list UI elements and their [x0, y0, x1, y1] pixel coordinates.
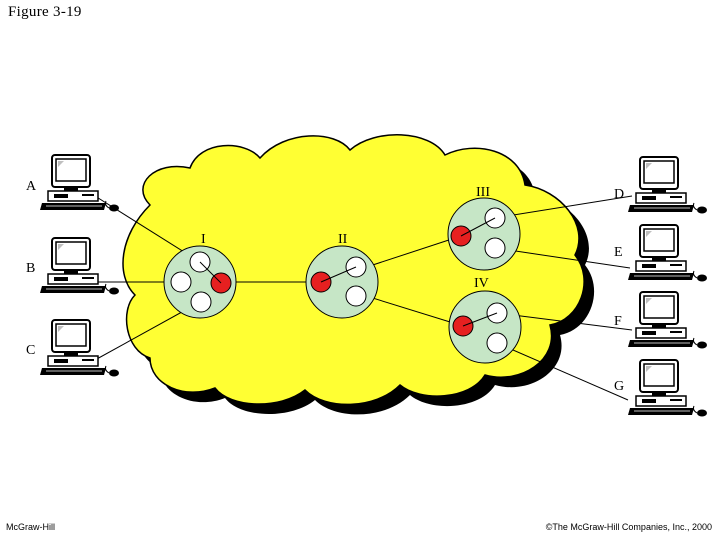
station-label-f: F [614, 314, 622, 329]
station-label-g: G [614, 379, 624, 394]
station-label-d: D [614, 187, 624, 202]
switch-ii [306, 246, 378, 318]
computer-icon [40, 155, 119, 212]
switch-label-ii: II [338, 232, 348, 247]
station-label-a: A [26, 179, 37, 194]
publisher-footer: McGraw-Hill [6, 522, 55, 532]
station-label-b: B [26, 261, 35, 276]
switch-i [164, 246, 236, 318]
computer-icon [628, 360, 707, 417]
computer-icon [628, 225, 707, 282]
switch-label-iii: III [476, 185, 490, 200]
switch-label-i: I [201, 232, 206, 247]
port-idle [487, 333, 507, 353]
computer-icon [40, 238, 119, 295]
port-idle [191, 292, 211, 312]
station-label-e: E [614, 245, 623, 260]
port-idle [485, 238, 505, 258]
switch-iii [448, 198, 520, 270]
computer-icon [40, 320, 119, 377]
station-label-c: C [26, 343, 35, 358]
port-idle [346, 286, 366, 306]
switch-label-iv: IV [474, 276, 489, 291]
port-idle [171, 272, 191, 292]
computer-icon [628, 292, 707, 349]
copyright-footer: ©The McGraw-Hill Companies, Inc., 2000 [546, 522, 712, 532]
switch-iv [449, 291, 521, 363]
computer-icon [628, 157, 707, 214]
